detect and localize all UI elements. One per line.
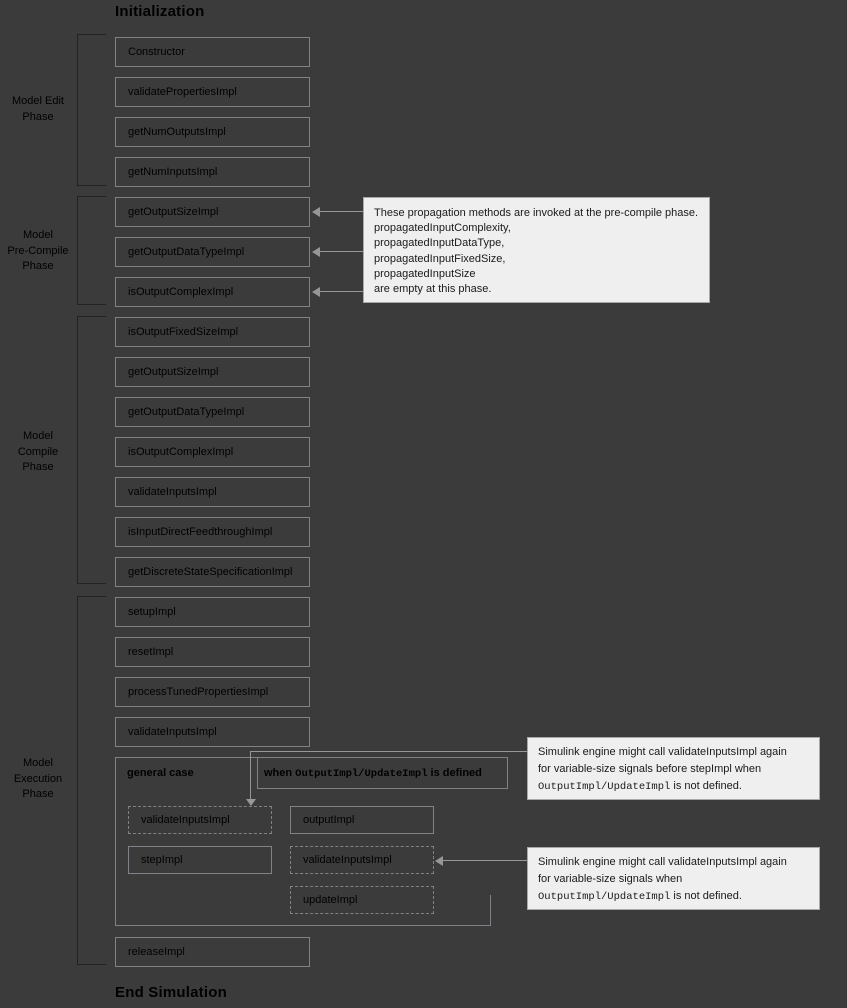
phase-label-line: Phase	[22, 260, 54, 272]
phase-label-line: Phase	[22, 110, 54, 123]
method-box-isoutputcompleximpl-pre: isOutputComplexImpl	[115, 277, 310, 307]
arrowhead-down-icon	[246, 799, 256, 806]
general-case-header: general case	[127, 767, 194, 779]
method-box-getnuminputsimpl: getNumInputsImpl	[115, 157, 310, 187]
method-box-isinputdirectfeedthroughimpl: isInputDirectFeedthroughImpl	[115, 517, 310, 547]
method-box-getoutputsizeimpl-pre: getOutputSizeImpl	[115, 197, 310, 227]
method-box-setupimpl: setupImpl	[115, 597, 310, 627]
phase-label-line: Execution	[13, 772, 63, 785]
method-box-processtunedpropertiesimpl: processTunedPropertiesImpl	[115, 677, 310, 707]
phase-label-line: Model	[23, 757, 53, 769]
method-box-getdiscretestatespecificationimpl: getDiscreteStateSpecificationImpl	[115, 557, 310, 587]
phase-label-line: Phase	[22, 788, 54, 800]
phase-label-line: Model Edit	[12, 95, 64, 107]
method-box-resetimpl: resetImpl	[115, 637, 310, 667]
callout-step-note: Simulink engine might call validateInput…	[527, 737, 820, 800]
arrowhead-left-icon	[312, 247, 320, 257]
callout-mono: OutputImpl/UpdateImpl	[538, 781, 671, 793]
arrowhead-left-icon	[312, 207, 320, 217]
callout-mono: OutputImpl/UpdateImpl	[538, 891, 671, 903]
method-box-isoutputcompleximpl: isOutputComplexImpl	[115, 437, 310, 467]
method-box-validateinputsimpl-execution: validateInputsImpl	[115, 717, 310, 747]
bracket-model-execution-phase	[77, 596, 106, 965]
callout-line: propagatedInputComplexity,	[374, 222, 511, 235]
connector-line	[320, 291, 363, 292]
connector-line	[442, 860, 527, 861]
callout-line: These propagation methods are invoked at…	[374, 207, 699, 219]
callout-line: Simulink engine might call validateInput…	[538, 746, 787, 758]
bracket-model-compile-phase	[77, 316, 106, 584]
bracket-model-pre-compile-phase	[77, 196, 106, 305]
phase-label-model-execution: Model Execution Phase	[0, 756, 76, 803]
when-defined-header-box: when OutputImpl/UpdateImpl is defined	[257, 757, 508, 789]
end-simulation-title: End Simulation	[115, 984, 227, 1001]
callout-line: are empty at this phase.	[374, 283, 492, 296]
callout-line: for variable-size signals when	[538, 873, 683, 885]
method-box-constructor: Constructor	[115, 37, 310, 67]
connector-line	[250, 751, 251, 799]
phase-label-line: Compile	[17, 445, 59, 458]
arrowhead-left-icon	[435, 856, 443, 866]
sub-box-stepimpl: stepImpl	[128, 846, 272, 874]
callout-precompile-note: These propagation methods are invoked at…	[363, 197, 710, 303]
method-box-getoutputsizeimpl: getOutputSizeImpl	[115, 357, 310, 387]
arrowhead-left-icon	[312, 287, 320, 297]
method-box-getoutputdatatypeimpl-pre: getOutputDataTypeImpl	[115, 237, 310, 267]
phase-label-model-compile: Model Compile Phase	[0, 429, 76, 476]
connector-line	[320, 251, 363, 252]
phase-label-line: Phase	[22, 461, 54, 473]
callout-line: for variable-size signals before stepImp…	[538, 763, 762, 775]
initialization-title: Initialization	[115, 3, 205, 20]
callout-rest: is not defined.	[670, 890, 742, 902]
sub-box-updateimpl: updateImpl	[290, 886, 434, 914]
callout-line: OutputImpl/UpdateImpl is not defined.	[538, 888, 809, 906]
method-box-releaseimpl: releaseImpl	[115, 937, 310, 967]
phase-label-model-edit: Model Edit Phase	[0, 94, 76, 125]
phase-label-line: Model	[23, 430, 53, 442]
method-box-isoutputfixedsizeimpl: isOutputFixedSizeImpl	[115, 317, 310, 347]
phase-label-model-pre-compile: Model Pre-Compile Phase	[0, 228, 76, 275]
callout-line: propagatedInputFixedSize,	[374, 252, 506, 265]
callout-line: propagatedInputDataType,	[374, 237, 505, 250]
sub-box-validateinputsimpl-defined: validateInputsImpl	[290, 846, 434, 874]
phase-label-line: Model	[23, 229, 53, 241]
sub-box-outputimpl: outputImpl	[290, 806, 434, 834]
callout-rest: is not defined.	[670, 780, 742, 792]
method-box-getoutputdatatypeimpl: getOutputDataTypeImpl	[115, 397, 310, 427]
connector-line	[320, 211, 363, 212]
general-case-group-box-right-edge	[490, 895, 491, 926]
phase-label-line: Pre-Compile	[7, 244, 69, 257]
callout-line: Simulink engine might call validateInput…	[538, 856, 787, 868]
callout-line: OutputImpl/UpdateImpl is not defined.	[538, 778, 809, 796]
when-defined-mono: OutputImpl/UpdateImpl	[295, 768, 428, 780]
connector-line	[250, 751, 527, 752]
sub-box-validateinputsimpl-general: validateInputsImpl	[128, 806, 272, 834]
method-box-getnumoutputsimpl: getNumOutputsImpl	[115, 117, 310, 147]
when-defined-suffix: is defined	[427, 767, 482, 779]
bracket-model-edit-phase	[77, 34, 106, 186]
method-box-validateinputsimpl-compile: validateInputsImpl	[115, 477, 310, 507]
when-defined-prefix: when	[264, 767, 296, 779]
callout-update-note: Simulink engine might call validateInput…	[527, 847, 820, 910]
callout-line: propagatedInputSize	[374, 267, 476, 280]
method-box-validatepropertiesimpl: validatePropertiesImpl	[115, 77, 310, 107]
